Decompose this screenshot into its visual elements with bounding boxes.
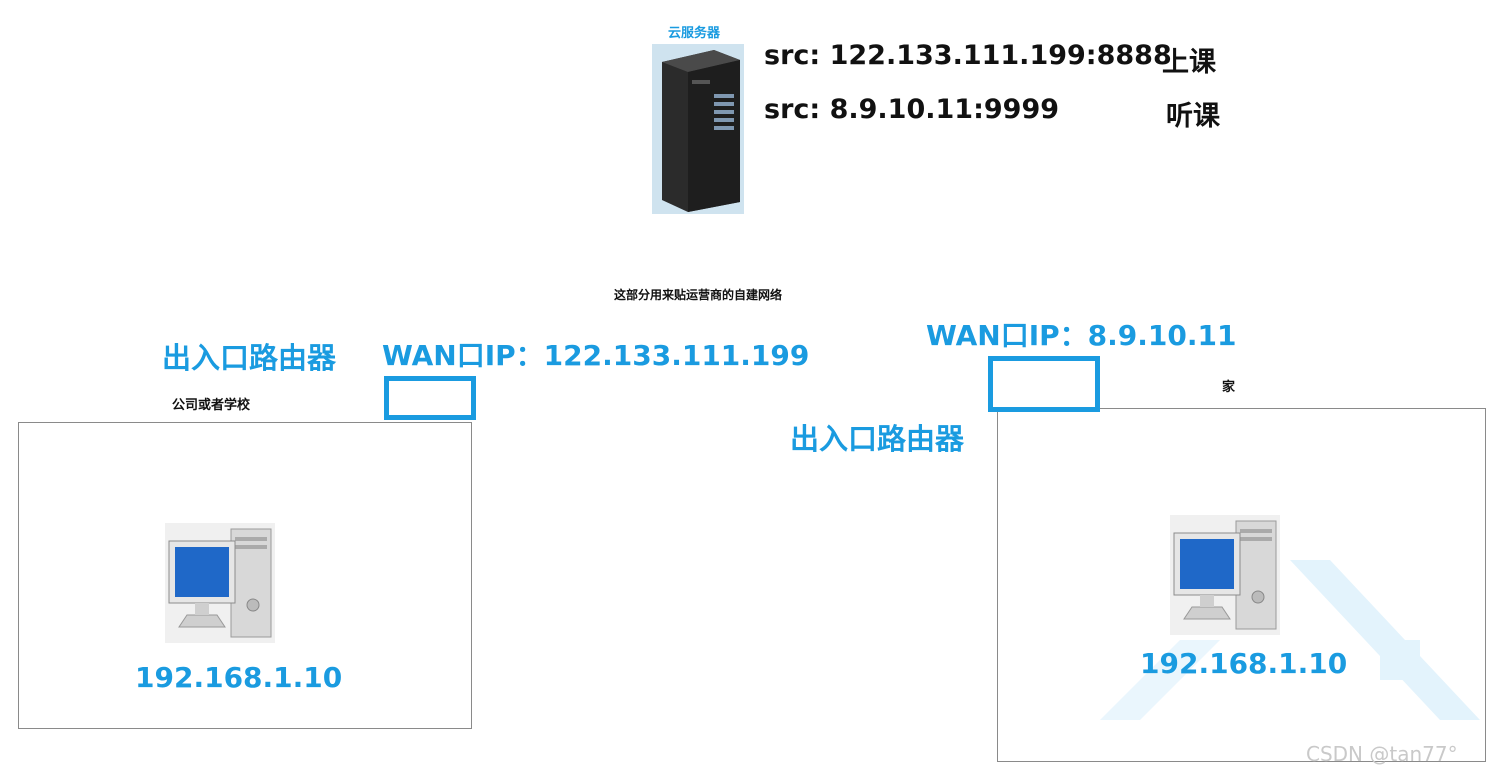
right-router-label: 出入口路由器	[790, 422, 965, 456]
desktop-computer-icon	[165, 523, 275, 643]
right-pc-ip: 192.168.1.10	[1140, 647, 1348, 680]
right-wan-port	[988, 356, 1100, 412]
right-wan-ip-label: WAN口IP：8.9.10.11	[926, 319, 1237, 352]
left-pc-ip: 192.168.1.10	[135, 661, 343, 694]
right-site-name: 家	[1222, 380, 1236, 395]
left-wan-port	[384, 376, 476, 420]
cloud-server-label: 云服务器	[668, 26, 721, 41]
left-wan-ip-label: WAN口IP：122.133.111.199	[382, 339, 810, 372]
server-tower-icon	[652, 44, 744, 214]
left-site-network-box: 192.168.1.10	[18, 422, 472, 729]
src-line-1-address: src: 122.133.111.199:8888	[764, 40, 1172, 71]
src-line-1-role: 上课	[1162, 47, 1216, 78]
src-line-2-address: src: 8.9.10.11:9999	[764, 94, 1060, 125]
left-router-label: 出入口路由器	[162, 341, 337, 375]
csdn-watermark: CSDN @tan77°	[1306, 742, 1458, 766]
desktop-computer-icon	[1170, 515, 1280, 635]
src-line-2-role: 听课	[1166, 101, 1220, 132]
right-site-network-box: 192.168.1.10	[997, 408, 1486, 762]
left-site-name: 公司或者学校	[172, 398, 251, 413]
isp-network-note: 这部分用来贴运营商的自建网络	[614, 288, 783, 302]
